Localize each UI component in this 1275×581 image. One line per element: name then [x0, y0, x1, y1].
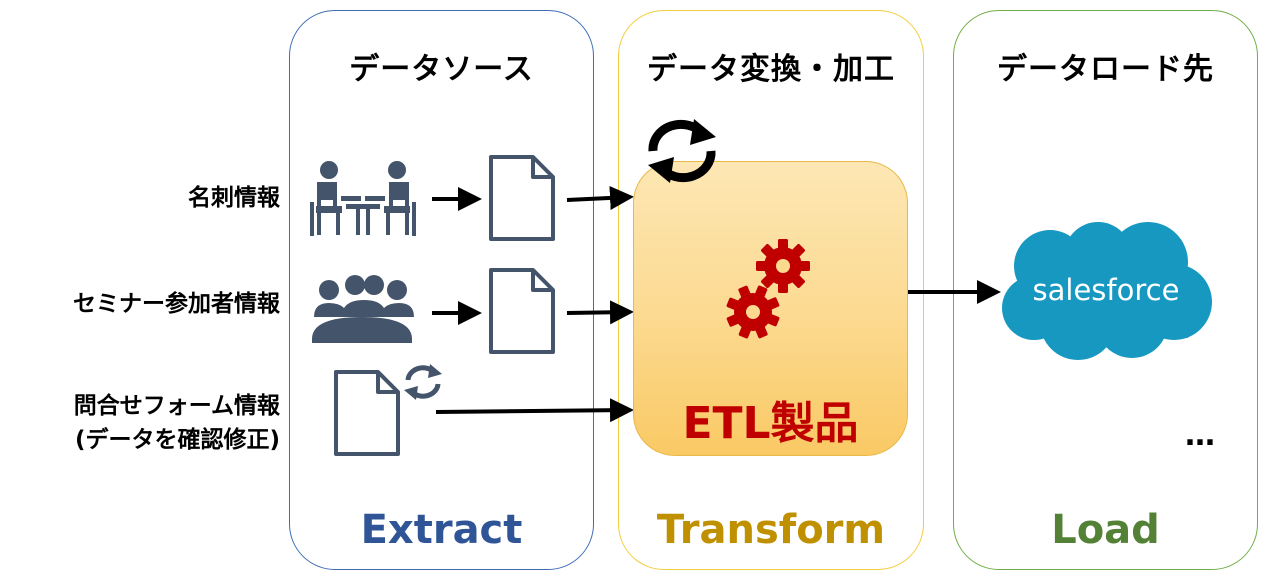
arrow-form-to-etl — [435, 398, 634, 423]
load-panel-title: データロード先 — [997, 52, 1214, 87]
transform-panel-title: データ変換・加工 — [647, 52, 895, 87]
more-destinations: … — [1185, 418, 1216, 453]
etl-product-label: ETL製品 — [682, 398, 859, 449]
source-label-inquiry-form: 問合せフォーム情報 (データを確認修正) — [74, 389, 280, 457]
refresh-icon — [404, 364, 442, 400]
document-icon — [489, 268, 555, 354]
salesforce-logo-text: salesforce — [1033, 273, 1180, 307]
arrow-doc1-to-etl — [566, 185, 634, 210]
gears-icon — [726, 239, 810, 339]
extract-label: Extract — [360, 507, 523, 553]
load-label: Load — [1051, 507, 1160, 553]
load-panel: データロード先 Load — [953, 10, 1258, 570]
source-label-business-card: 名刺情報 — [188, 185, 280, 211]
transform-panel: データ変換・加工 Transform — [618, 10, 924, 570]
salesforce-cloud-icon: salesforce — [1002, 222, 1212, 360]
document-icon — [489, 155, 555, 241]
sync-document-icon — [334, 370, 400, 456]
source-label-inquiry-form-note: (データを確認修正) — [74, 427, 280, 453]
transform-sync-icon — [648, 119, 716, 183]
source-label-seminar: セミナー参加者情報 — [73, 291, 280, 317]
audience-icon — [312, 275, 414, 343]
transform-label: Transform — [656, 507, 886, 553]
source-label-inquiry-form-name: 問合せフォーム情報 — [73, 393, 280, 419]
extract-panel-title: データソース — [349, 52, 534, 87]
arrow-doc2-to-etl — [566, 300, 634, 325]
extract-panel: データソース Extract — [289, 10, 594, 570]
business-meeting-icon — [310, 161, 416, 236]
